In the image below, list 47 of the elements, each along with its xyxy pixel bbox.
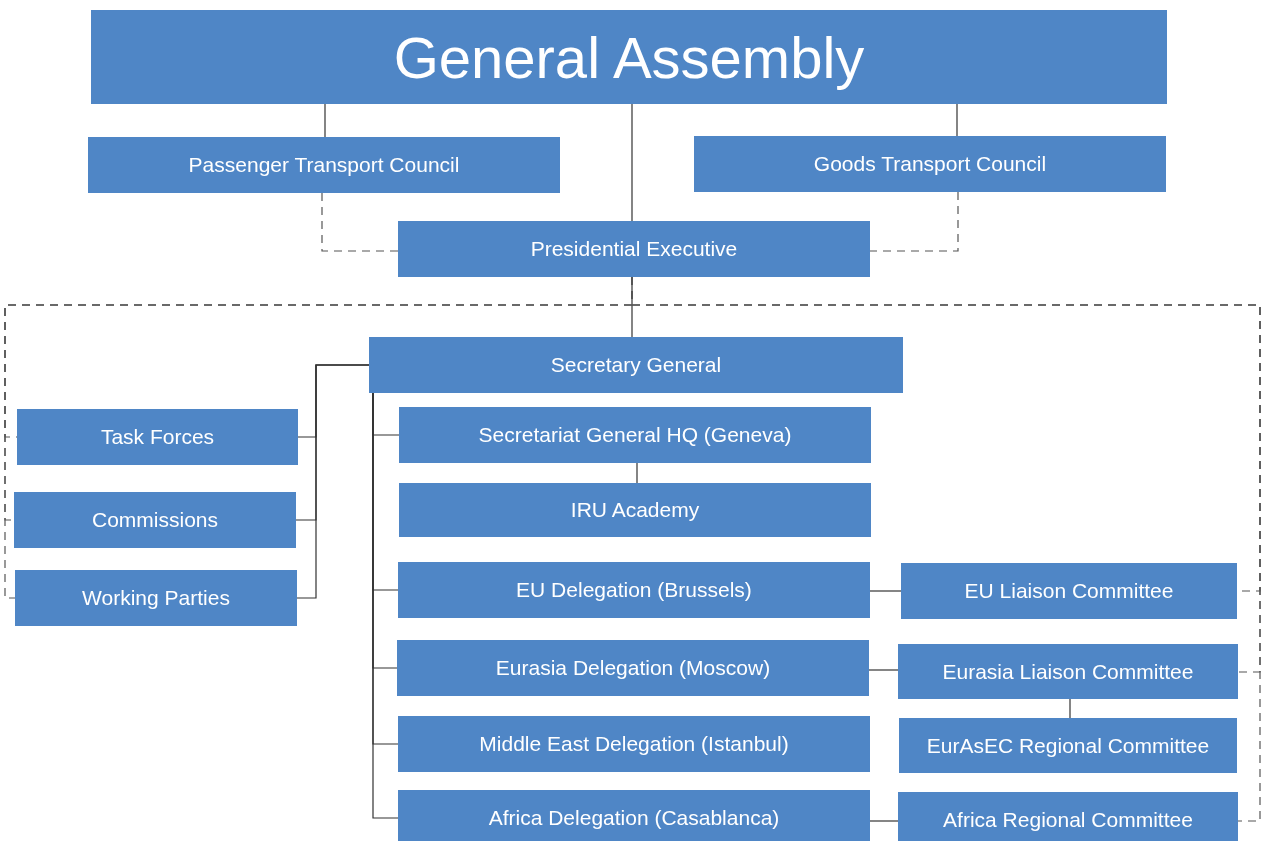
connector	[956, 103, 958, 137]
header-box	[91, 10, 1167, 104]
box-label: Goods Transport Council	[813, 152, 1047, 176]
box-label: Secretariat General HQ (Geneva)	[478, 423, 792, 447]
box-label: Working Parties	[82, 586, 230, 610]
org-box	[398, 562, 870, 618]
org-box	[898, 792, 1238, 841]
connector	[869, 590, 902, 592]
dashed-connector	[321, 192, 399, 252]
connector	[869, 820, 899, 822]
org-box	[901, 563, 1237, 619]
org-box	[398, 221, 870, 277]
box-label: General Assembly	[393, 23, 865, 91]
box-label: Eurasia Liaison Committee	[942, 659, 1194, 684]
org-box	[399, 407, 871, 463]
connector	[324, 103, 326, 138]
box-label: Secretary General	[550, 353, 722, 377]
org-box	[399, 483, 871, 537]
box-label: EurAsEC Regional Committee	[926, 733, 1210, 758]
org-box	[14, 492, 296, 548]
org-box	[397, 640, 869, 696]
box-label: EU Delegation (Brussels)	[516, 578, 752, 602]
org-box	[694, 136, 1166, 192]
org-box	[17, 409, 298, 465]
org-box	[398, 716, 870, 772]
org-box	[898, 644, 1238, 699]
dashed-connector	[869, 191, 959, 252]
box-label: Presidential Executive	[530, 237, 738, 261]
org-box	[398, 790, 870, 841]
box-label: IRU Academy	[570, 498, 700, 522]
org-box	[15, 570, 297, 626]
box-label: Eurasia Delegation (Moscow)	[495, 656, 771, 680]
connector	[636, 462, 638, 484]
connector	[1069, 698, 1071, 719]
connector	[631, 103, 633, 222]
connector	[868, 669, 899, 671]
org-box	[899, 718, 1237, 773]
box-label: Task Forces	[100, 425, 215, 449]
org-box	[88, 137, 560, 193]
org-box	[369, 337, 903, 393]
box-label: Africa Regional Committee	[943, 808, 1193, 832]
connector	[296, 364, 370, 599]
box-label: EU Liaison Committee	[964, 579, 1174, 603]
box-label: Africa Delegation (Casablanca)	[488, 806, 780, 830]
box-label: Commissions	[92, 508, 218, 532]
box-label: Passenger Transport Council	[188, 153, 460, 177]
box-label: Middle East Delegation (Istanbul)	[479, 732, 789, 756]
